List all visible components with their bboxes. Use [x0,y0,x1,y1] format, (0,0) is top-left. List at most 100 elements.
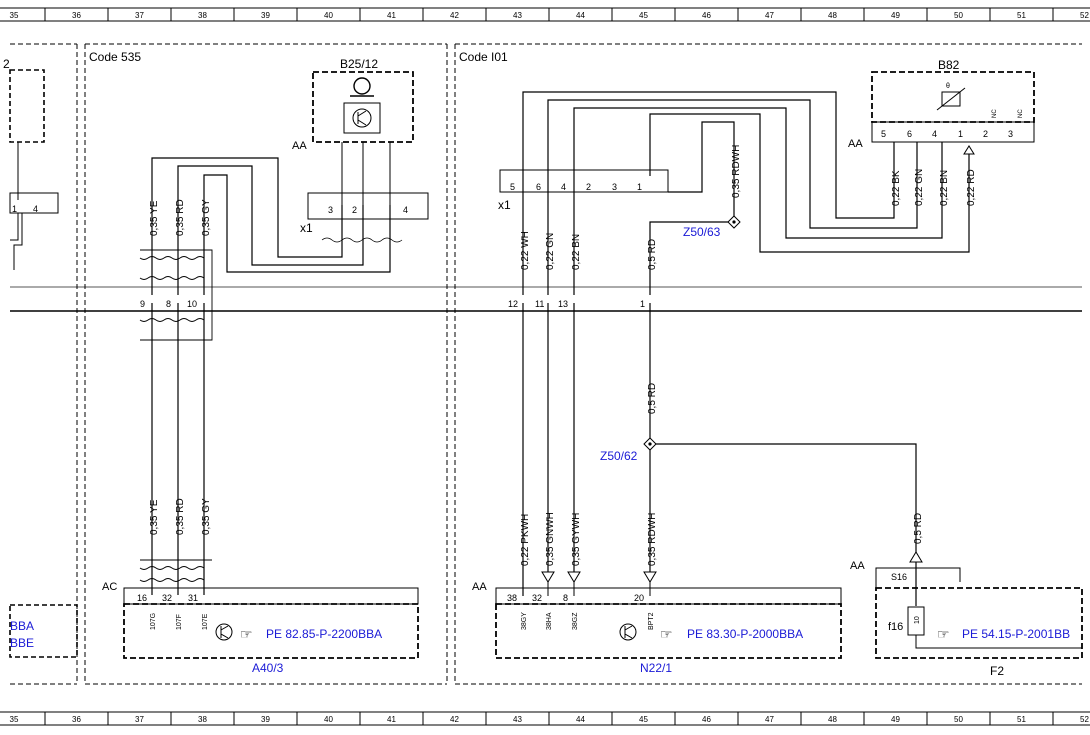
n22-1-label[interactable]: N22/1 [640,661,672,675]
a40-code-107g: 107G [150,613,157,630]
sep-pin-8: 8 [166,299,171,309]
top-ruler-number: 46 [702,11,711,20]
f2-s16-label: S16 [891,572,907,582]
n22-input-arrows [541,551,923,596]
b25-aa-label: AA [292,140,307,152]
b25-pin2: 2 [352,205,357,215]
sep-pin-10: 10 [187,299,197,309]
top-ruler-number: 45 [639,11,648,20]
bottom-ruler-number: 45 [639,715,648,724]
section-label-code535: Code 535 [89,50,141,64]
f2-pe-link[interactable]: PE 54.15-P-2001BB [962,627,1070,641]
section-borders [10,43,1082,685]
wire-label-gy-lower: 0,35 GY [201,498,212,535]
left-connector-pin4: 4 [33,204,38,214]
a40-transistor-icon [215,623,233,641]
n22-pe-link[interactable]: PE 83.30-P-2000BBA [687,627,803,641]
n22-pointer-icon: ☞ [660,626,673,642]
left-partial-label: 2 [3,57,10,71]
bottom-ruler-number: 42 [450,715,459,724]
n22-pin8: 8 [563,593,568,603]
left-ref-bbe[interactable]: BBE [10,636,34,650]
wire-label-b82-bk: 0,22 BK [891,170,902,206]
i01-x1-pin4: 4 [561,182,566,192]
i01-x1-pin3: 3 [612,182,617,192]
top-ruler-number: 49 [891,11,900,20]
n22-pin20: 20 [634,593,644,603]
top-ruler-number: 50 [954,11,963,20]
wire-label-pkwh: 0,22 PKWH [520,514,531,566]
sep-pin-13: 13 [558,299,568,309]
top-ruler-number: 44 [576,11,585,20]
n22-aa-label: AA [472,581,487,593]
wire-label-b82-rd: 0,22 RD [966,169,977,206]
wire-label-rd-lower: 0,35 RD [175,498,186,535]
sep-pin-11: 11 [535,299,544,309]
wire-label-rdwh-lower: 0,35 RDWH [647,513,658,566]
b82-pin1: 1 [958,129,963,139]
b82-aa-label: AA [848,138,863,150]
f2-component: AA S16 10 f16 ☞ PE 54.15-P-2001BB F2 [850,560,1083,678]
bottom-ruler-number: 52 [1080,715,1089,724]
b82-pin5: 5 [881,129,886,139]
n22-code-38gy: 38GY [521,612,528,630]
n22-code-38gz: 38GZ [572,612,579,630]
n22-pin38: 38 [507,593,517,603]
b25-x1-connector: 3 2 4 x1 [300,142,429,243]
sep-pin-1: 1 [640,299,645,309]
top-ruler-number: 48 [828,11,837,20]
top-ruler-number: 43 [513,11,522,20]
wire-label-bn: 0,22 BN [571,234,582,270]
top-ruler-number: 39 [261,11,270,20]
b25-pin3: 3 [328,205,333,215]
a40-3-label[interactable]: A40/3 [252,661,284,675]
a40-pin31: 31 [188,593,198,603]
bottom-ruler-number: 40 [324,715,333,724]
a40-ac-label: AC [102,581,117,593]
n22-code-38ha: 38HA [546,612,553,630]
left-partial-component: 2 1 4 BBA BBE [3,57,78,658]
a40-pe-link[interactable]: PE 82.85-P-2200BBA [266,627,382,641]
b82-nc-2: NC [1018,109,1024,118]
sep-pin-9: 9 [140,299,145,309]
a40-3-component: AC 16 32 31 107G 107F 107E ☞ PE 82.85-P-… [102,581,419,675]
wire-label-05rd-upper: 0,5 RD [647,239,658,270]
a40-pin16: 16 [137,593,147,603]
z50-63-label[interactable]: Z50/63 [683,225,721,239]
wire-label-wh: 0,22 WH [520,231,531,270]
left-ref-bba[interactable]: BBA [10,619,34,633]
bottom-ruler-number: 39 [261,715,270,724]
bottom-ruler-number: 47 [765,715,774,724]
top-ruler-number: 38 [198,11,207,20]
b25-x1-label: x1 [300,221,313,235]
bottom-ruler-number: 36 [72,715,81,724]
sep-pin-12: 12 [508,299,518,309]
i01-x1-pin6: 6 [536,182,541,192]
wire-label-gnwh: 0,35 GNWH [545,512,556,566]
b82-nc-1: NC [992,109,998,118]
code535-bracket [139,249,213,582]
wire-label-rdwh-upper: 0,35 RDWH [731,145,742,198]
a40-pointer-icon: ☞ [240,626,253,642]
f2-pointer-icon: ☞ [937,626,950,642]
bottom-ruler-number: 49 [891,715,900,724]
wire-label-b82-gn: 0,22 GN [914,169,925,206]
b25-12-component: B25/12 AA [292,57,414,152]
wire-label-gywh: 0,35 GYWH [571,513,582,566]
bottom-ruler-number: 43 [513,715,522,724]
bottom-ruler-number: 35 [10,715,19,724]
b82-component: B82 θ NC NC 5 6 4 1 2 3 AA [848,58,1035,155]
b82-pin2: 2 [983,129,988,139]
bottom-ruler-number: 46 [702,715,711,724]
i01-x1-pin2: 2 [586,182,591,192]
i01-x1-label: x1 [498,198,511,212]
i01-wires [522,91,970,606]
wire-label-gn: 0,22 GN [545,233,556,270]
wire-label-b82-bn: 0,22 BN [939,170,950,206]
f16-label: f16 [888,621,903,633]
z50-62-label[interactable]: Z50/62 [600,449,638,463]
top-ruler-number: 41 [387,11,396,20]
a40-code-107f: 107F [176,614,183,630]
